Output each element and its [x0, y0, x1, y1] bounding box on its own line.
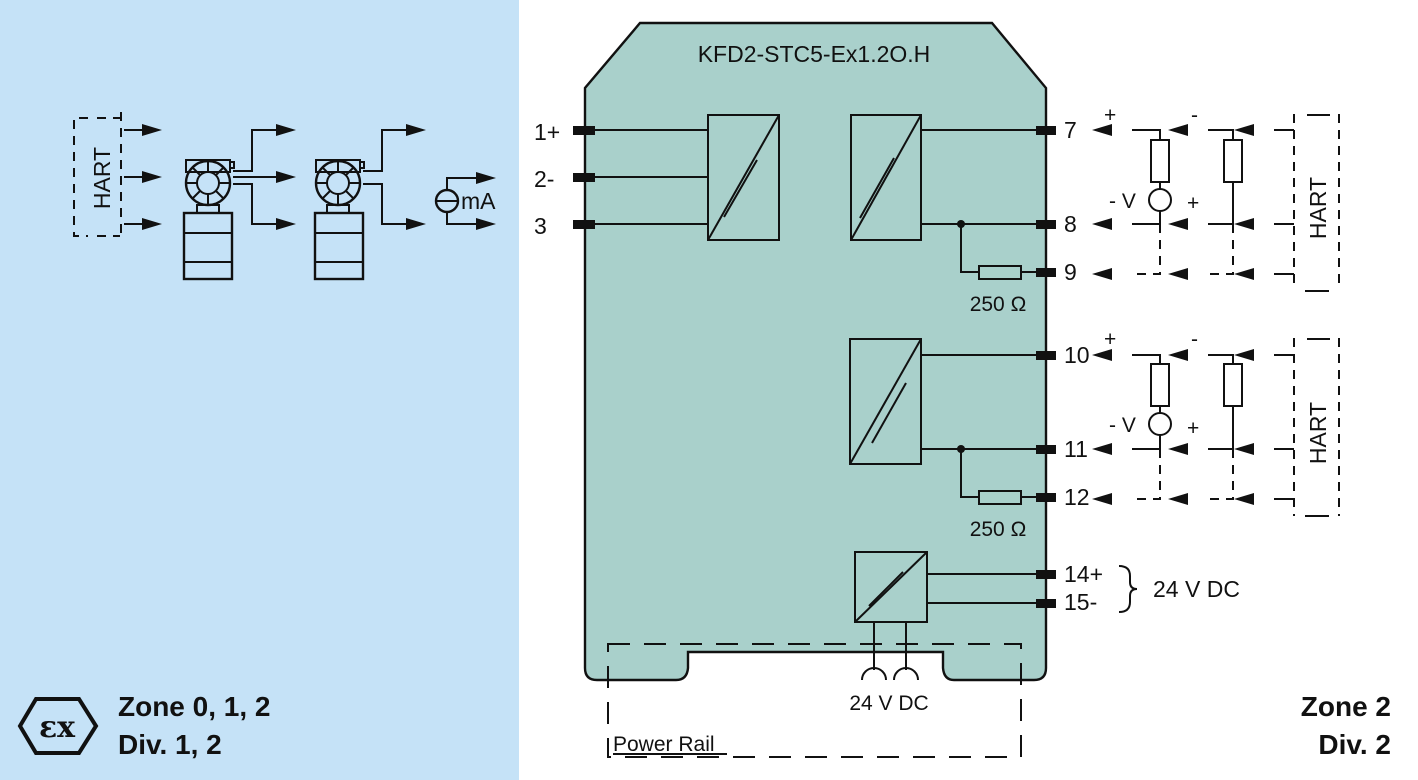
output-converter-1: 250 Ω: [850, 114, 1036, 316]
terminal-label: 10: [1064, 342, 1090, 368]
isolator-block-input: [707, 114, 780, 241]
terminal-8: [1036, 220, 1056, 229]
v-minus-label: - V: [1109, 414, 1136, 437]
terminal-3: [573, 220, 595, 229]
terminal-label: 7: [1064, 117, 1077, 143]
output-terminals: 7 8 9 10 11 12 14+ 15-: [1036, 117, 1103, 615]
terminal-9: [1036, 268, 1056, 277]
ma-label: mA: [461, 188, 496, 214]
hart-communicator-left: HART: [73, 112, 162, 240]
power-rail-voltage: 24 V DC: [849, 692, 928, 715]
terminal-11: [1036, 445, 1056, 454]
terminal-label: 11: [1064, 436, 1088, 462]
terminal-label: 8: [1064, 211, 1077, 237]
terminal-1: [573, 126, 595, 135]
hazardous-area-panel: [0, 0, 519, 780]
terminal-label: 1+: [534, 119, 560, 145]
resistor-label: 250 Ω: [970, 518, 1027, 541]
terminal-label: 14+: [1064, 561, 1103, 587]
minus-label: -: [1191, 104, 1198, 127]
terminal-10: [1036, 351, 1056, 360]
transmitter-icon: [313, 124, 426, 281]
svg-text:εx: εx: [39, 710, 76, 745]
power-rail-box: [607, 643, 1022, 758]
terminal-7: [1036, 126, 1056, 135]
output-circuit-2: + - V - + HART: [1092, 328, 1340, 517]
hazardous-div-label: Div. 1, 2: [118, 729, 222, 760]
terminal-2: [573, 173, 595, 182]
terminal-label: 2-: [534, 166, 554, 192]
resistor-label: 250 Ω: [970, 293, 1027, 316]
safe-zone-label: Zone 2: [1301, 691, 1391, 722]
terminal-label: 9: [1064, 259, 1077, 285]
supply-label: 24 V DC: [1153, 576, 1240, 602]
safe-div-label: Div. 2: [1318, 729, 1391, 760]
current-source-icon: mA: [434, 172, 496, 230]
terminal-15: [1036, 599, 1056, 608]
ex-hazard-icon: εx: [17, 697, 99, 755]
minus-label: -: [1191, 328, 1198, 351]
terminal-label: 12: [1064, 484, 1090, 510]
hazardous-zone-label: Zone 0, 1, 2: [118, 691, 271, 722]
power-rail-label: Power Rail: [613, 733, 715, 756]
power-converter: 24 V DC: [849, 551, 1036, 715]
supply-brace: [1118, 565, 1138, 613]
v-minus-label: - V: [1109, 190, 1136, 213]
hart-label-left: HART: [89, 147, 115, 209]
terminal-label: 3: [534, 213, 547, 239]
output-converter-2: 250 Ω: [849, 338, 1036, 541]
input-terminals: 1+ 2- 3: [534, 119, 708, 239]
terminal-label: 15-: [1064, 589, 1097, 615]
plus2-label: +: [1187, 417, 1199, 440]
hart-label: HART: [1305, 402, 1331, 464]
hart-label: HART: [1305, 177, 1331, 239]
terminal-12: [1036, 493, 1056, 502]
plus-label: +: [1104, 328, 1116, 351]
plus-label: +: [1104, 104, 1116, 127]
device-body: [583, 21, 1048, 682]
transmitter-icon: [182, 124, 296, 281]
plus2-label: +: [1187, 192, 1199, 215]
device-title: KFD2-STC5-Ex1.2O.H: [698, 41, 931, 67]
terminal-14: [1036, 570, 1056, 579]
output-circuit-1: + - V - + HART: [1092, 104, 1340, 292]
